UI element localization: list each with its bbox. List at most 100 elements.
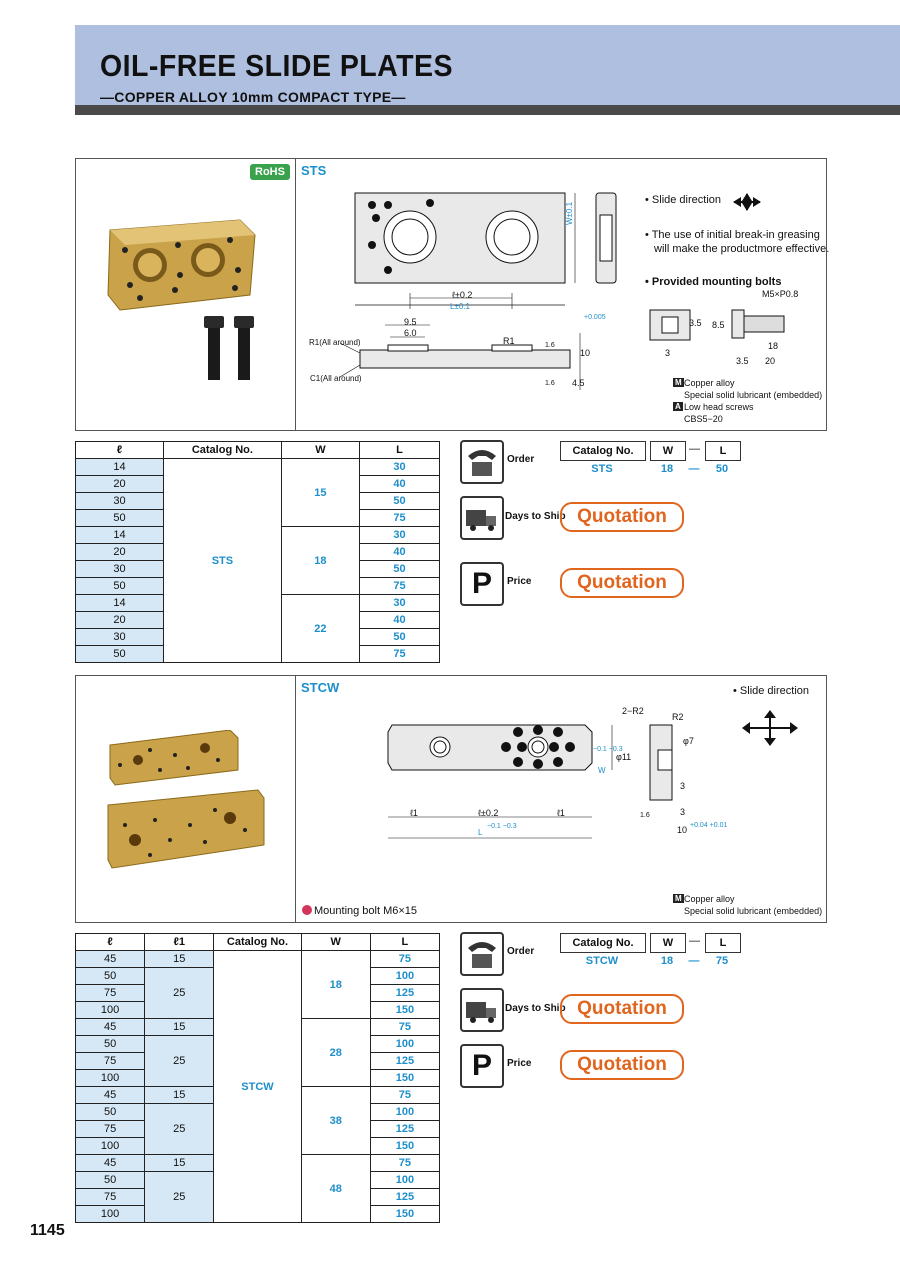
sts-cell-L: 50 bbox=[358, 628, 441, 646]
stcw-cell-l: 45 bbox=[74, 1086, 146, 1104]
stcw-cell-l: 100 bbox=[74, 1001, 146, 1019]
stcw-cell-L: 75 bbox=[369, 1018, 441, 1036]
stcw-cell-l: 100 bbox=[74, 1137, 146, 1155]
stcw-dim-r2: R2 bbox=[672, 712, 684, 722]
sts-cell-L: 75 bbox=[358, 645, 441, 663]
stcw-cell-l1: 25 bbox=[144, 967, 215, 1019]
table-row: 75 125 bbox=[74, 1052, 441, 1070]
stcw-cell-l: 50 bbox=[74, 1103, 146, 1121]
table-row: 45 15 48 75 bbox=[74, 1154, 441, 1223]
order-phone-icon bbox=[460, 440, 504, 484]
stcw-cell-l: 100 bbox=[74, 1205, 146, 1223]
stcw-cell-L: 150 bbox=[369, 1205, 441, 1223]
stcw-dim-L-tol: −0.1 −0.3 bbox=[487, 823, 517, 830]
sts-order-catalog-head: Catalog No. bbox=[560, 441, 646, 461]
sts-bolt-8-5: 8.5 bbox=[712, 320, 725, 330]
stcw-cell-l1: 15 bbox=[144, 950, 215, 968]
sts-cell-L: 40 bbox=[358, 543, 441, 561]
sts-cell-l: 20 bbox=[75, 475, 164, 493]
sts-order-catalog-val: STS bbox=[591, 463, 613, 475]
stcw-dim-t: 10 bbox=[677, 825, 688, 835]
stcw-order-w-head: W bbox=[650, 933, 686, 953]
sts-order-label: Order bbox=[507, 454, 535, 465]
sts-material-2: Special solid lubricant (embedded) bbox=[684, 390, 823, 400]
stcw-note-bolt: Mounting bolt M6×15 bbox=[314, 905, 418, 917]
stcw-cell-l: 50 bbox=[74, 967, 146, 985]
stcw-cell-L: 125 bbox=[369, 1052, 441, 1070]
stcw-dim-w-tol: −0.1 −0.3 bbox=[593, 746, 623, 753]
stcw-col-w: W bbox=[300, 933, 371, 951]
stcw-cell-l1: 15 bbox=[144, 1154, 215, 1172]
stcw-cell-w: 48 bbox=[300, 1154, 371, 1223]
stcw-cell-L: 125 bbox=[369, 984, 441, 1002]
stcw-dim-phi11: φ11 bbox=[616, 752, 632, 762]
stcw-col-L: L bbox=[369, 933, 441, 951]
header-band bbox=[75, 25, 900, 105]
stcw-price-icon-letter: P bbox=[471, 1049, 492, 1082]
sts-material-a-icon: A bbox=[673, 402, 683, 411]
table-row: 100 150 bbox=[74, 1205, 441, 1223]
price-icon: P bbox=[460, 1044, 504, 1088]
stcw-cell-l1: 15 bbox=[144, 1086, 215, 1104]
table-row: 14 STS 15 30 bbox=[75, 458, 441, 663]
stcw-note-slide: • Slide direction bbox=[733, 685, 810, 697]
stcw-cell-catalog: STCW bbox=[213, 950, 302, 1223]
stcw-dim-L: L bbox=[478, 828, 483, 837]
sts-dim-rough-2: 1.6 bbox=[545, 380, 555, 387]
stcw-cell-l: 75 bbox=[74, 1188, 146, 1206]
table-row: 45 15 38 75 bbox=[74, 1086, 441, 1155]
stcw-cell-l: 75 bbox=[74, 1052, 146, 1070]
stcw-technical-drawing bbox=[387, 710, 798, 839]
stcw-order-catalog-head: Catalog No. bbox=[560, 933, 646, 953]
sts-order-dash-val: — bbox=[688, 463, 700, 475]
stcw-dim-rough: 1.6 bbox=[640, 812, 650, 819]
sts-col-w: W bbox=[280, 441, 360, 459]
sts-bolt-3-5b: 3.5 bbox=[736, 356, 749, 366]
sts-price-quotation: Quotation bbox=[560, 568, 684, 598]
sts-technical-drawing bbox=[339, 192, 785, 390]
stcw-cell-l1: 25 bbox=[144, 1171, 215, 1223]
stcw-cell-L: 100 bbox=[369, 1103, 441, 1121]
sts-col-catalog: Catalog No. bbox=[162, 441, 282, 459]
stcw-col-catalog: Catalog No. bbox=[213, 933, 302, 951]
stcw-cell-l: 75 bbox=[74, 1120, 146, 1138]
sts-days-label: Days to Ship bbox=[505, 511, 566, 522]
stcw-cell-w: 38 bbox=[300, 1086, 371, 1155]
table-row: 45 15 28 75 bbox=[74, 1018, 441, 1087]
sts-bolt-18: 18 bbox=[768, 341, 779, 351]
stcw-panel-divider bbox=[295, 675, 296, 922]
page-title: OIL-FREE SLIDE PLATES bbox=[100, 48, 453, 83]
stcw-series-label: STCW bbox=[301, 680, 340, 695]
sts-cell-L: 30 bbox=[358, 458, 441, 476]
stcw-cell-L: 75 bbox=[369, 950, 441, 968]
sts-note-bolts: • Provided mounting bolts bbox=[645, 276, 782, 288]
stcw-product-photo bbox=[107, 730, 265, 869]
table-row: 50 25 100 bbox=[74, 1035, 441, 1087]
sts-cell-w: 22 bbox=[280, 594, 360, 663]
stcw-material-m-icon: M bbox=[673, 894, 684, 903]
sts-cell-catalog: STS bbox=[162, 458, 282, 663]
stcw-dim-l: ℓ±0.2 bbox=[478, 808, 499, 818]
stcw-cell-L: 100 bbox=[369, 967, 441, 985]
stcw-cell-l: 45 bbox=[74, 1154, 146, 1172]
sts-dim-6-0: 6.0 bbox=[404, 328, 417, 338]
stcw-dim-phi7: φ7 bbox=[683, 736, 694, 746]
sts-cell-L: 50 bbox=[358, 492, 441, 510]
sts-cell-l: 30 bbox=[75, 492, 164, 510]
sts-cell-L: 30 bbox=[358, 594, 441, 612]
sts-cell-L: 40 bbox=[358, 611, 441, 629]
sts-days-quotation: Quotation bbox=[560, 502, 684, 532]
sts-cell-l: 50 bbox=[75, 577, 164, 595]
sts-price-label: Price bbox=[507, 576, 532, 587]
sts-cell-l: 14 bbox=[75, 526, 164, 544]
sts-order-dash: — bbox=[689, 443, 700, 455]
stcw-order-dash: — bbox=[689, 935, 700, 947]
stcw-material-2: Special solid lubricant (embedded) bbox=[684, 906, 823, 916]
sts-screw-1: Low head screws bbox=[684, 402, 754, 412]
